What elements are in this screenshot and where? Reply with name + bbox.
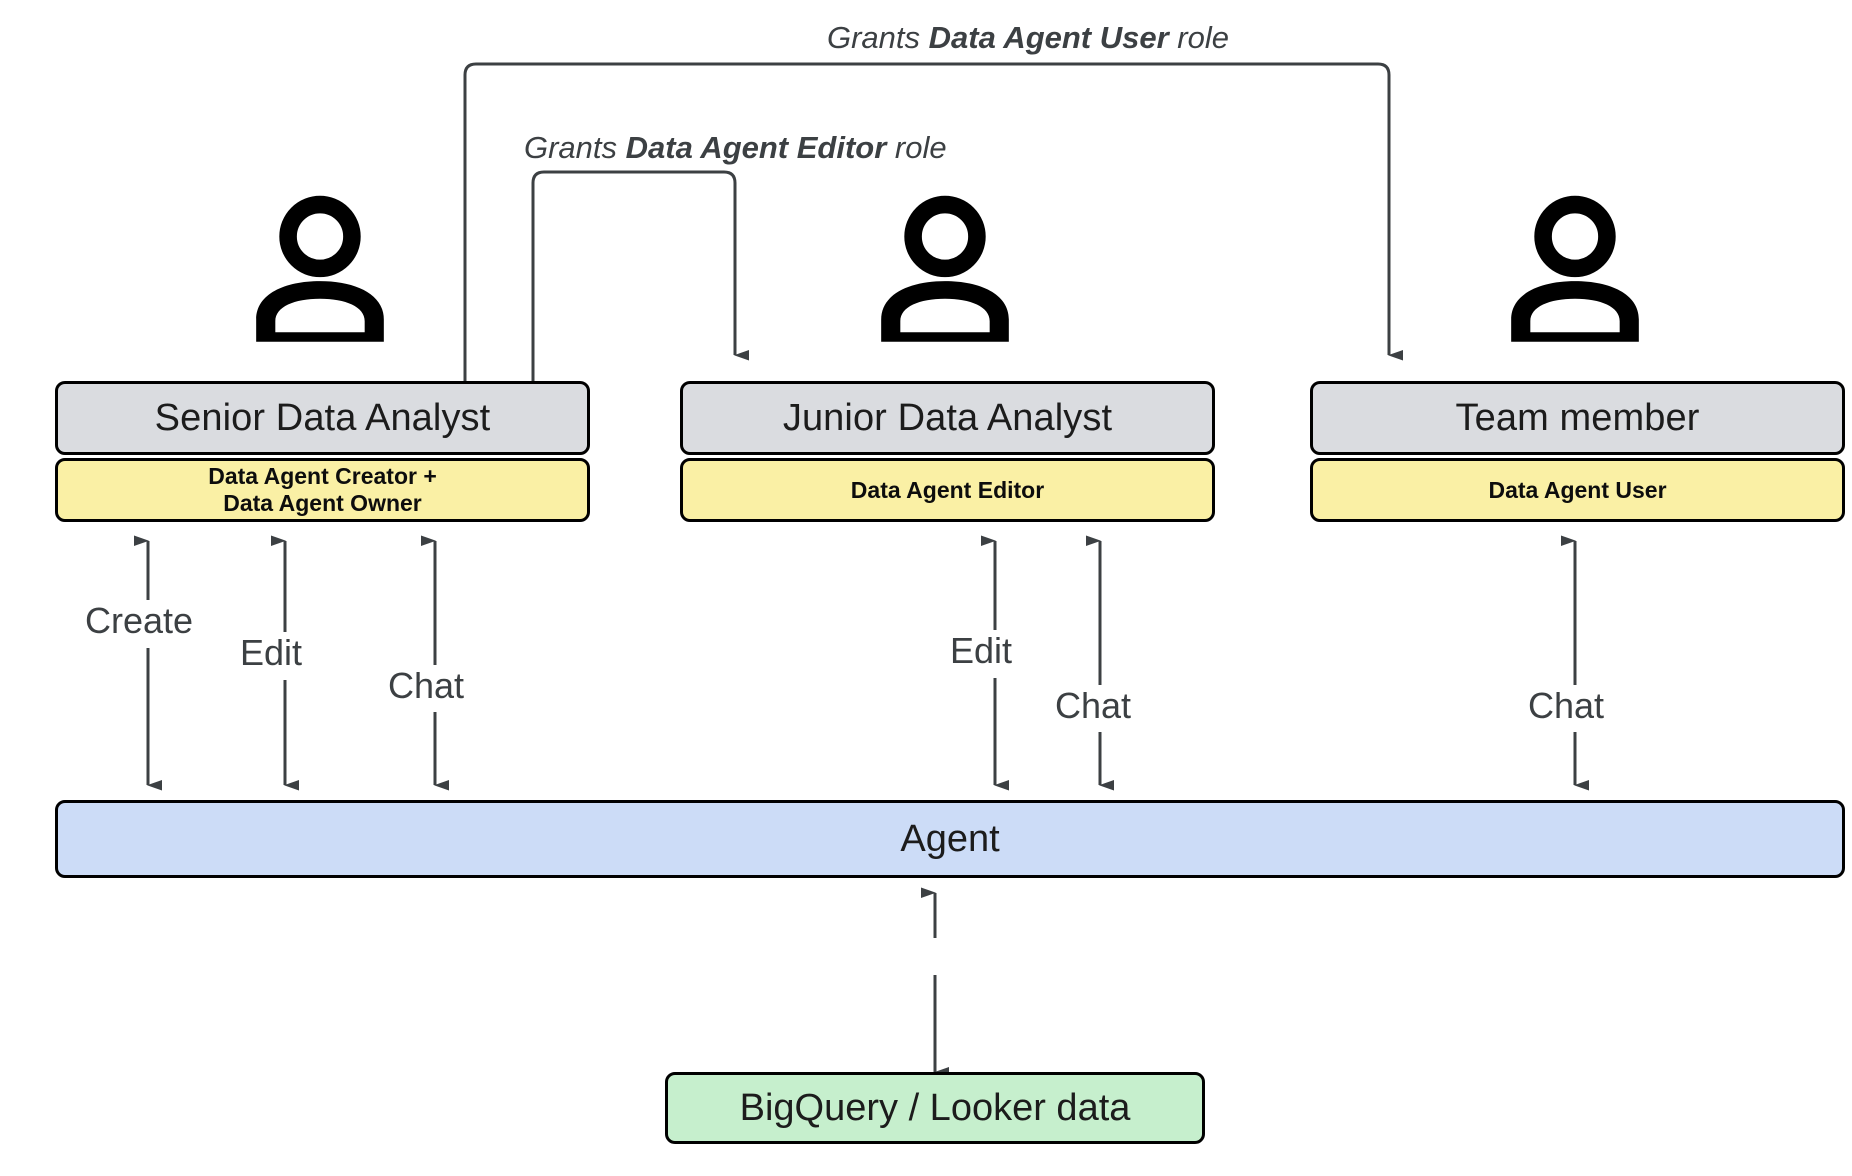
grant-editor-prefix: Grants xyxy=(524,130,626,165)
persona-permission-senior-line2: Data Agent Owner xyxy=(223,490,422,516)
edge-grant-data-agent-editor xyxy=(531,170,749,383)
action-label-senior-chat: Chat xyxy=(388,665,465,706)
grant-user-role: Data Agent User xyxy=(928,20,1169,55)
persona-permission-junior: Data Agent Editor xyxy=(680,458,1215,522)
data-source-label: BigQuery / Looker data xyxy=(739,1086,1131,1129)
persona-title-senior: Senior Data Analyst xyxy=(55,381,590,455)
action-label-junior-chat: Chat xyxy=(1055,685,1132,726)
action-label-team-chat: Chat xyxy=(1528,685,1605,726)
persona-permission-team-member: Data Agent User xyxy=(1310,458,1845,522)
action-label-senior-edit: Edit xyxy=(240,632,303,673)
data-source-box[interactable]: BigQuery / Looker data xyxy=(665,1072,1205,1144)
action-label-junior-edit: Edit xyxy=(950,630,1013,671)
grant-label-data-agent-editor: Grants Data Agent Editor role xyxy=(524,130,947,166)
persona-permission-senior-line1: Data Agent Creator + xyxy=(208,463,437,490)
persona-card-senior-data-analyst[interactable]: Senior Data Analyst Data Agent Creator +… xyxy=(55,381,590,522)
persona-permission-senior: Data Agent Creator + Data Agent Owner xyxy=(55,458,590,522)
grant-editor-suffix: role xyxy=(886,130,947,165)
persona-title-junior: Junior Data Analyst xyxy=(680,381,1215,455)
grant-user-suffix: role xyxy=(1168,20,1229,55)
grant-label-data-agent-user: Grants Data Agent User role xyxy=(827,20,1229,56)
grant-user-prefix: Grants xyxy=(827,20,929,55)
agent-bar[interactable]: Agent xyxy=(55,800,1845,878)
agent-label: Agent xyxy=(900,817,1000,860)
persona-card-junior-data-analyst[interactable]: Junior Data Analyst Data Agent Editor xyxy=(680,381,1215,522)
person-icon-team-member xyxy=(1495,195,1655,345)
persona-title-team-member: Team member xyxy=(1310,381,1845,455)
grant-editor-role: Data Agent Editor xyxy=(625,130,887,165)
person-icon-senior xyxy=(240,195,400,345)
person-icon-junior xyxy=(865,195,1025,345)
persona-card-team-member[interactable]: Team member Data Agent User xyxy=(1310,381,1845,522)
action-label-senior-create: Create xyxy=(85,600,194,641)
